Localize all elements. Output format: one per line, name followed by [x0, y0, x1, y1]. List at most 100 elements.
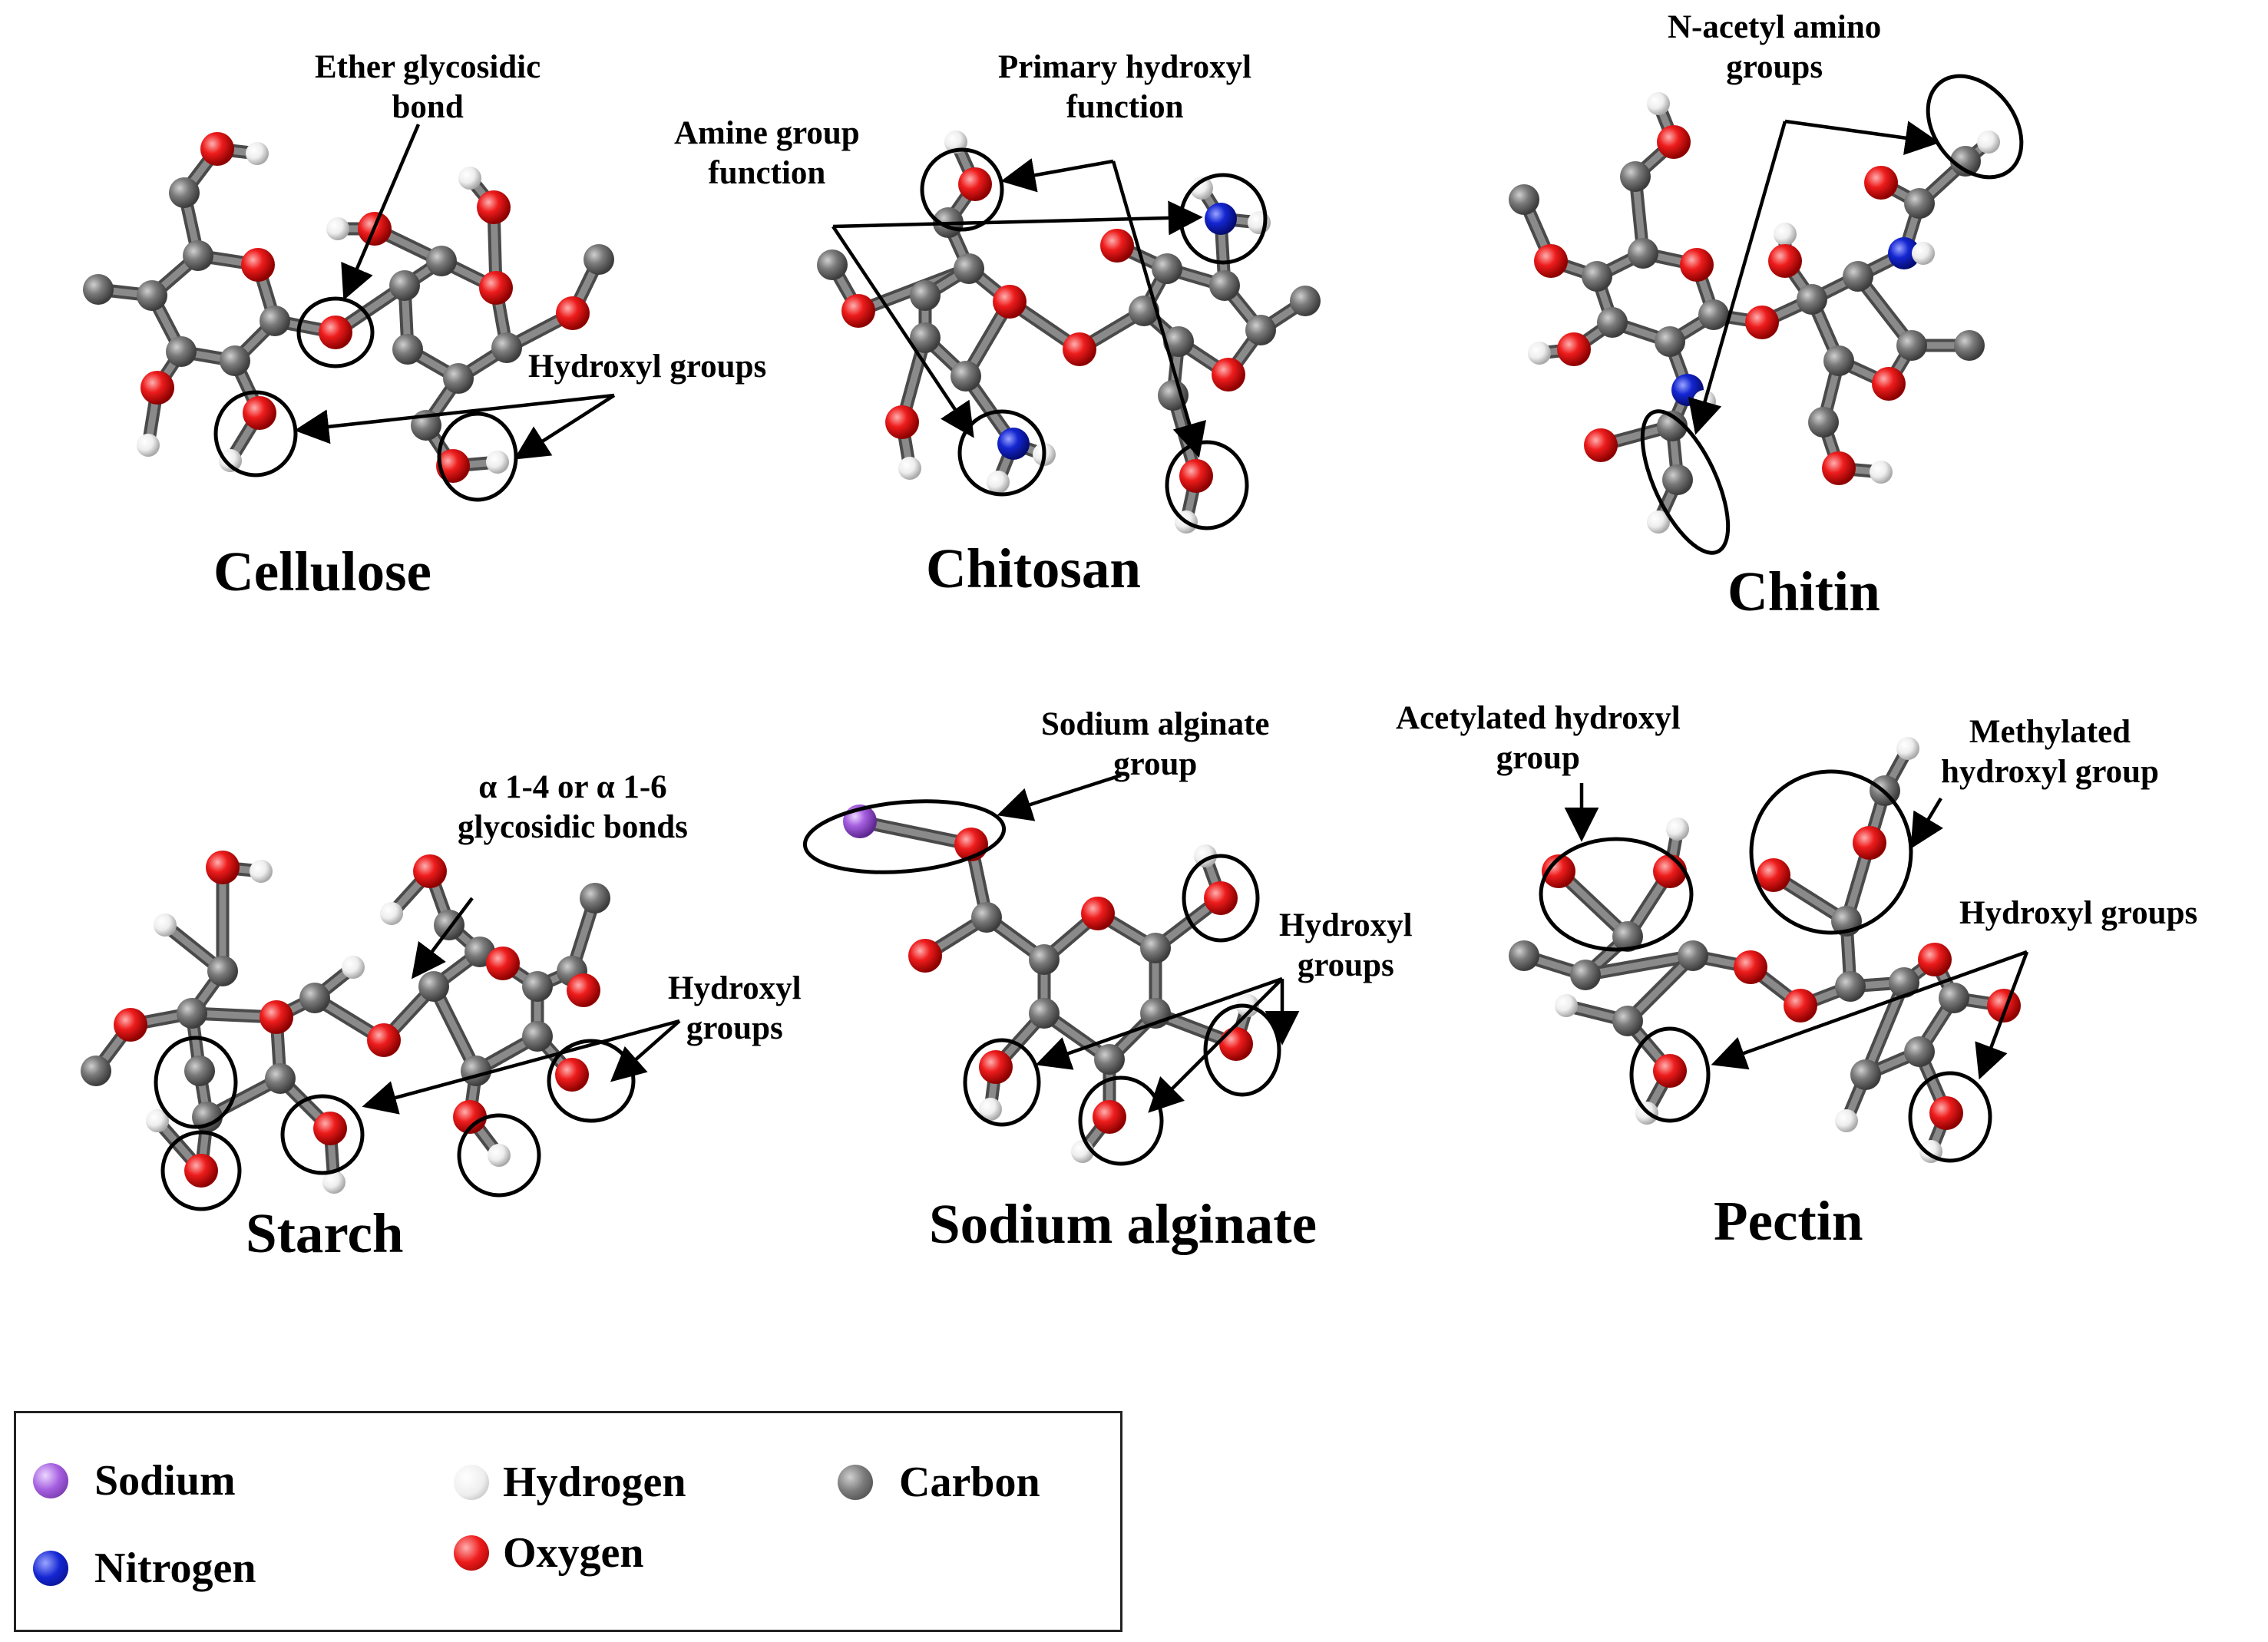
annotation-arrow	[1688, 121, 1787, 435]
hydrogen-atom	[154, 914, 177, 937]
oxygen-atom	[1204, 881, 1238, 915]
oxygen-atom	[908, 939, 942, 973]
pectin-hydroxyl-label: Hydroxyl groups	[1959, 895, 2198, 931]
carbon-atom	[1582, 261, 1612, 292]
oxygen-atom	[1745, 306, 1779, 339]
legend-hydrogen-label: Hydrogen	[503, 1459, 686, 1506]
oxygen-atom	[979, 1050, 1013, 1084]
hydrogen-atom	[342, 956, 365, 979]
highlight-circle	[280, 1094, 365, 1175]
carbon-atom	[1835, 971, 1866, 1002]
legend-oxygen-label: Oxygen	[503, 1529, 644, 1577]
hydrogen-atom	[1896, 737, 1919, 760]
carbon-atom	[954, 253, 984, 284]
carbon-atom	[1029, 944, 1060, 975]
highlight-circle	[957, 409, 1046, 497]
carbon-atom	[1896, 330, 1927, 361]
oxygen-atom	[313, 1112, 347, 1145]
bond-highlight	[1582, 952, 1697, 979]
cellulose-hydroxyl-label: Hydroxyl groups	[528, 349, 767, 385]
carbon-atom	[1509, 184, 1539, 215]
oxygen-atom	[367, 1023, 401, 1057]
oxygen-atom	[479, 271, 513, 305]
hydrogen-atom	[1647, 510, 1670, 534]
carbon-atom	[81, 1056, 111, 1086]
hydrogen-atom	[146, 1109, 169, 1132]
chitosan-title: Chitosan	[926, 537, 1141, 600]
oxygen-atom	[1757, 858, 1790, 892]
hydrogen-atom	[250, 860, 273, 883]
hydrogen-atom	[326, 217, 349, 240]
bond-highlight	[856, 818, 975, 848]
carbon-atom	[265, 1063, 296, 1094]
hydrogen-atom	[322, 1171, 345, 1194]
hydrogen-atom	[1647, 92, 1670, 115]
carbon-atom	[522, 971, 553, 1002]
carbon-atom	[166, 336, 197, 367]
carbon-atom	[177, 998, 207, 1029]
carbon-atom	[522, 1021, 553, 1052]
oxygen-atom	[114, 1008, 147, 1042]
nitrogen-atom-icon	[33, 1551, 68, 1586]
oxygen-atom	[958, 167, 992, 201]
oxygen-atom	[1557, 332, 1591, 366]
hydrogen-atom	[1977, 131, 2000, 154]
annotation-arrow	[294, 393, 615, 444]
annotation-arrow	[1000, 158, 1114, 193]
nitrogen-atom	[997, 428, 1030, 460]
highlight-circle	[457, 1113, 541, 1198]
carbon-atom	[1628, 238, 1658, 269]
nitrogen-atom	[1888, 237, 1920, 269]
annotation-arrow	[997, 773, 1122, 821]
oxygen-atom	[319, 316, 352, 349]
carbon-atom	[580, 883, 610, 914]
carbon-atom	[1950, 146, 1981, 177]
carbon-atom	[951, 361, 981, 392]
oxygen-atom	[206, 851, 240, 884]
carbon-atom	[1570, 960, 1601, 990]
oxygen-atom	[1734, 950, 1767, 984]
hydrogen-atom	[1774, 223, 1797, 246]
carbon-atom	[1657, 411, 1688, 441]
oxygen-atom	[1768, 244, 1802, 278]
carbon-atom	[1209, 270, 1240, 301]
carbon-atom	[220, 345, 250, 376]
carbon-atom	[192, 1102, 223, 1132]
highlight-circle	[1908, 1071, 1992, 1163]
carbon-atom	[1612, 1006, 1643, 1036]
carbon-atom	[491, 332, 522, 363]
oxygen-atom	[1584, 428, 1618, 462]
hydrogen-atom	[987, 471, 1010, 494]
hydrogen-atom	[380, 902, 403, 925]
highlight-circle	[963, 1038, 1041, 1127]
carbon-atom	[1163, 326, 1194, 357]
carbon-atom	[426, 246, 457, 276]
carbon-atom	[1290, 286, 1321, 316]
oxygen-atom	[1918, 943, 1952, 976]
hydrogen-atom	[219, 449, 242, 472]
chitin-molecule	[1509, 92, 2000, 534]
carbon-atom	[1823, 345, 1854, 376]
highlight-circle	[1182, 854, 1260, 943]
carbon-atom	[137, 280, 167, 311]
annotation-arrow	[514, 394, 616, 460]
carbon-atom-icon	[838, 1465, 873, 1500]
carbon-atom	[1678, 940, 1708, 971]
hydrogen-atom	[944, 131, 967, 154]
carbon-atom	[1140, 933, 1171, 963]
carbon-atom	[1245, 315, 1276, 345]
carbon-atom	[1889, 967, 1919, 998]
oxygen-atom	[1653, 854, 1687, 888]
carbon-atom	[207, 956, 238, 986]
legend-carbon: Carbon	[838, 1458, 1040, 1507]
hydrogen-atom	[979, 1098, 1002, 1121]
carbon-atom	[817, 249, 848, 280]
oxygen-atom	[1542, 854, 1575, 888]
oxygen-atom	[556, 296, 590, 330]
hydrogen-atom	[1555, 994, 1578, 1017]
carbon-atom	[183, 240, 213, 271]
starch-molecule	[81, 851, 610, 1194]
carbon-atom	[1509, 940, 1539, 971]
annotation-arrow	[1784, 119, 1940, 156]
